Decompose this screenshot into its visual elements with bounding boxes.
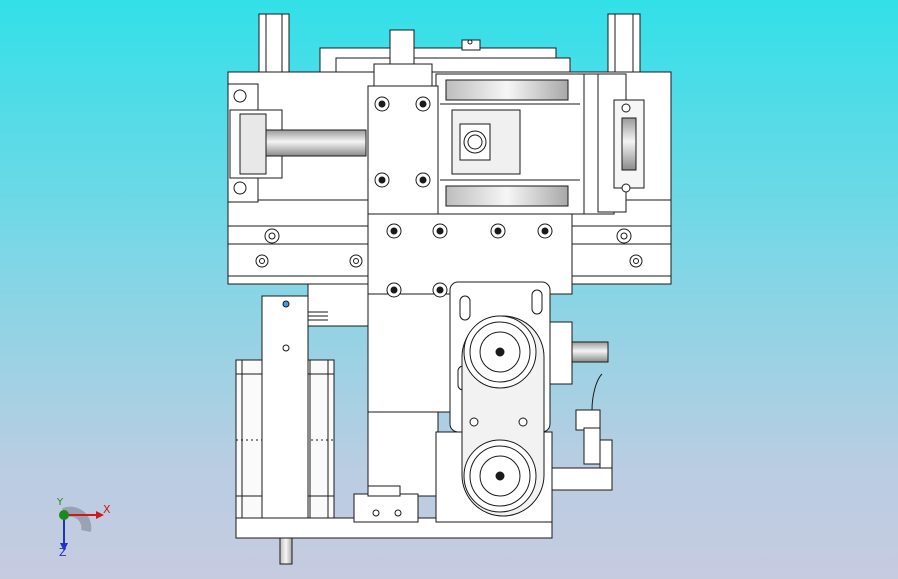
upper-pulley [463,315,537,389]
left-rail-post [258,13,290,75]
axis-triad [59,506,104,551]
position-sensor [551,373,613,491]
right-rail-post [607,13,641,75]
right-servo-motor [435,73,645,215]
y-axis-dot [59,510,69,520]
bottom-base-plate [235,485,553,539]
rail-bolt-holes [255,228,643,268]
z-axis-label: Z [59,546,67,559]
central-plate-bolts [374,96,553,298]
y-axis-label: Y [57,497,64,508]
x-arrowhead-icon [96,511,104,519]
output-shaft [549,321,609,385]
x-axis-label: X [103,503,111,516]
central-slide-plate [367,29,573,497]
z-arrowhead-icon [60,543,68,551]
left-bearing-block [227,83,367,203]
top-cover-plate [319,39,571,75]
lower-pulley [463,439,537,513]
